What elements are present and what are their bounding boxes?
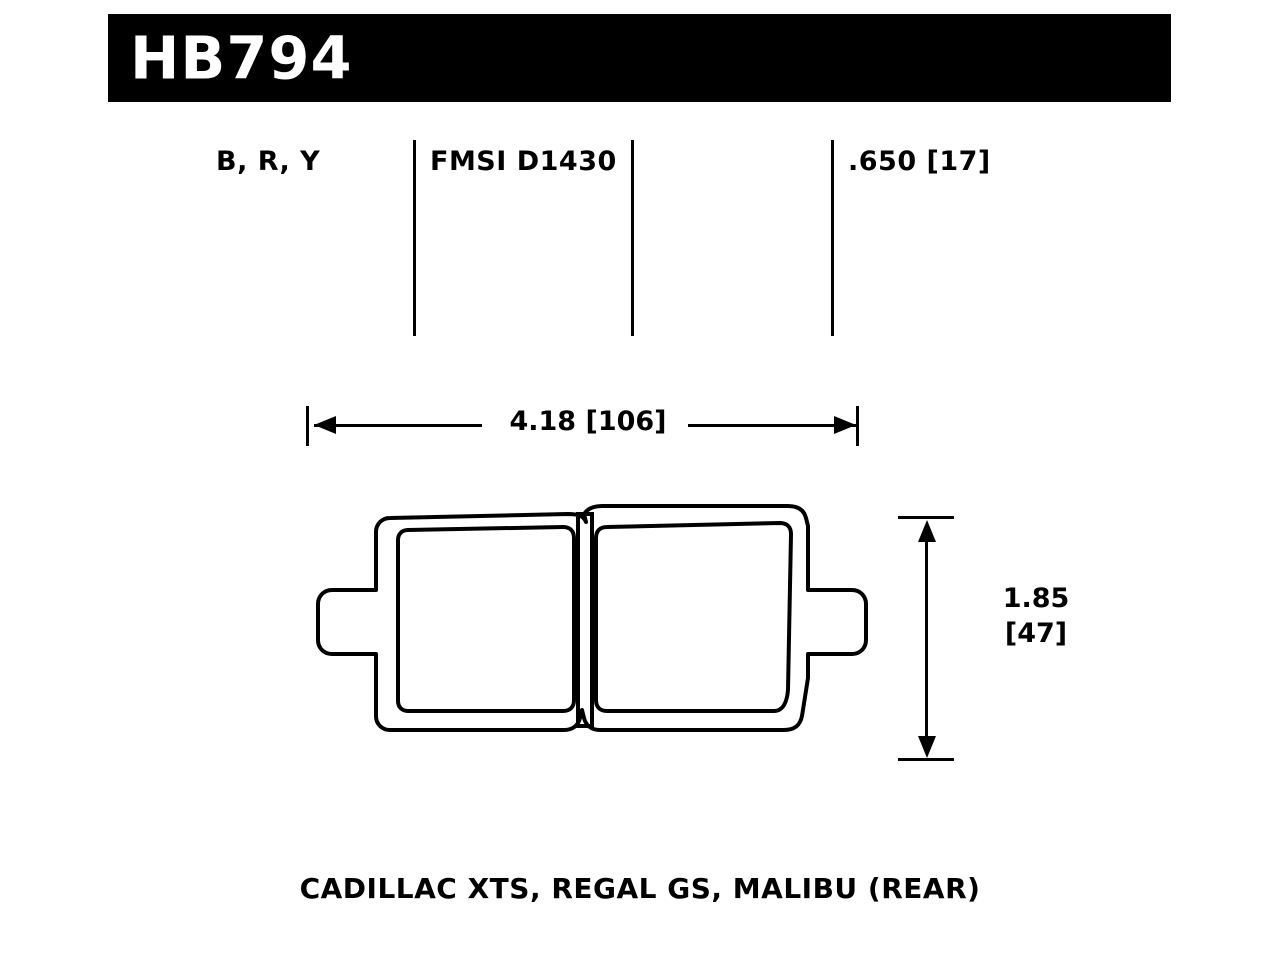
thickness-value: .650 [17] — [848, 146, 991, 177]
width-label: 4.18 [106] — [509, 406, 667, 437]
spec-divider-2 — [631, 140, 634, 336]
arrow-up-icon — [918, 520, 936, 542]
pad-drawing — [108, 430, 1171, 830]
compound-codes: B, R, Y — [216, 146, 321, 177]
fmsi-number: FMSI D1430 — [430, 146, 617, 177]
arrow-down-icon — [918, 736, 936, 758]
part-number: HB794 — [130, 23, 353, 93]
width-extension-line-left — [306, 406, 309, 446]
height-dimension: 1.85 [47] — [108, 430, 1171, 830]
arrow-left-icon — [314, 416, 336, 434]
brake-pad-center-slot — [576, 512, 594, 728]
width-dimension-line-right — [688, 424, 856, 427]
width-dimension: 4.18 [106] — [108, 300, 1171, 500]
vehicle-application-caption: CADILLAC XTS, REGAL GS, MALIBU (REAR) — [299, 872, 981, 905]
height-extension-line-bottom — [898, 758, 954, 761]
spec-divider-3 — [831, 140, 834, 336]
header-bar: HB794 — [108, 14, 1171, 102]
spec-divider-1 — [413, 140, 416, 336]
arrow-right-icon — [834, 416, 856, 434]
width-dimension-line-left — [314, 424, 482, 427]
brake-pad-outline — [316, 504, 868, 732]
height-label-inches: 1.85 — [1002, 583, 1070, 614]
width-extension-line-right — [856, 406, 859, 446]
height-extension-line-top — [898, 516, 954, 519]
height-label: 1.85 [47] — [956, 582, 1116, 651]
height-label-mm: [47] — [1004, 617, 1068, 649]
spec-row: B, R, Y FMSI D1430 .650 [17] — [108, 102, 1171, 336]
height-dimension-line — [925, 540, 928, 740]
